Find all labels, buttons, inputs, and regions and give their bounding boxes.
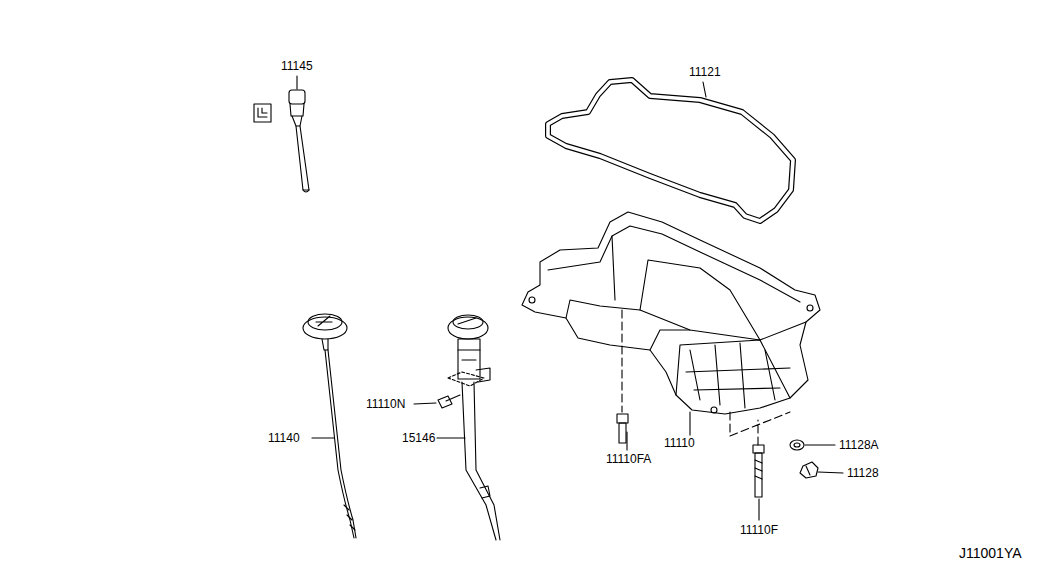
callout-number: 11110FA: [605, 452, 652, 466]
callout-number: 11121: [688, 65, 722, 79]
dipstick-guide: [414, 315, 500, 540]
note-icon: [254, 104, 271, 122]
oil-pan: [522, 212, 820, 435]
callout-number: 11145: [280, 59, 314, 73]
callout-number: 15146: [401, 431, 436, 445]
oil-pan-bolts: [617, 310, 790, 520]
callout-number: 11128: [846, 466, 880, 480]
callout-number: 11110: [663, 436, 696, 450]
figure-code: J11001YA: [958, 545, 1023, 561]
oil-filler-tube: [289, 76, 309, 192]
callout-number: 11140: [267, 431, 301, 445]
callout-number: 11110N: [365, 397, 406, 411]
oil-pan-gasket: [548, 80, 793, 221]
callout-number: 11110F: [739, 523, 779, 537]
oil-dipstick: [303, 314, 356, 538]
callout-number: 11128A: [838, 438, 880, 452]
drain-plug: [790, 440, 843, 478]
